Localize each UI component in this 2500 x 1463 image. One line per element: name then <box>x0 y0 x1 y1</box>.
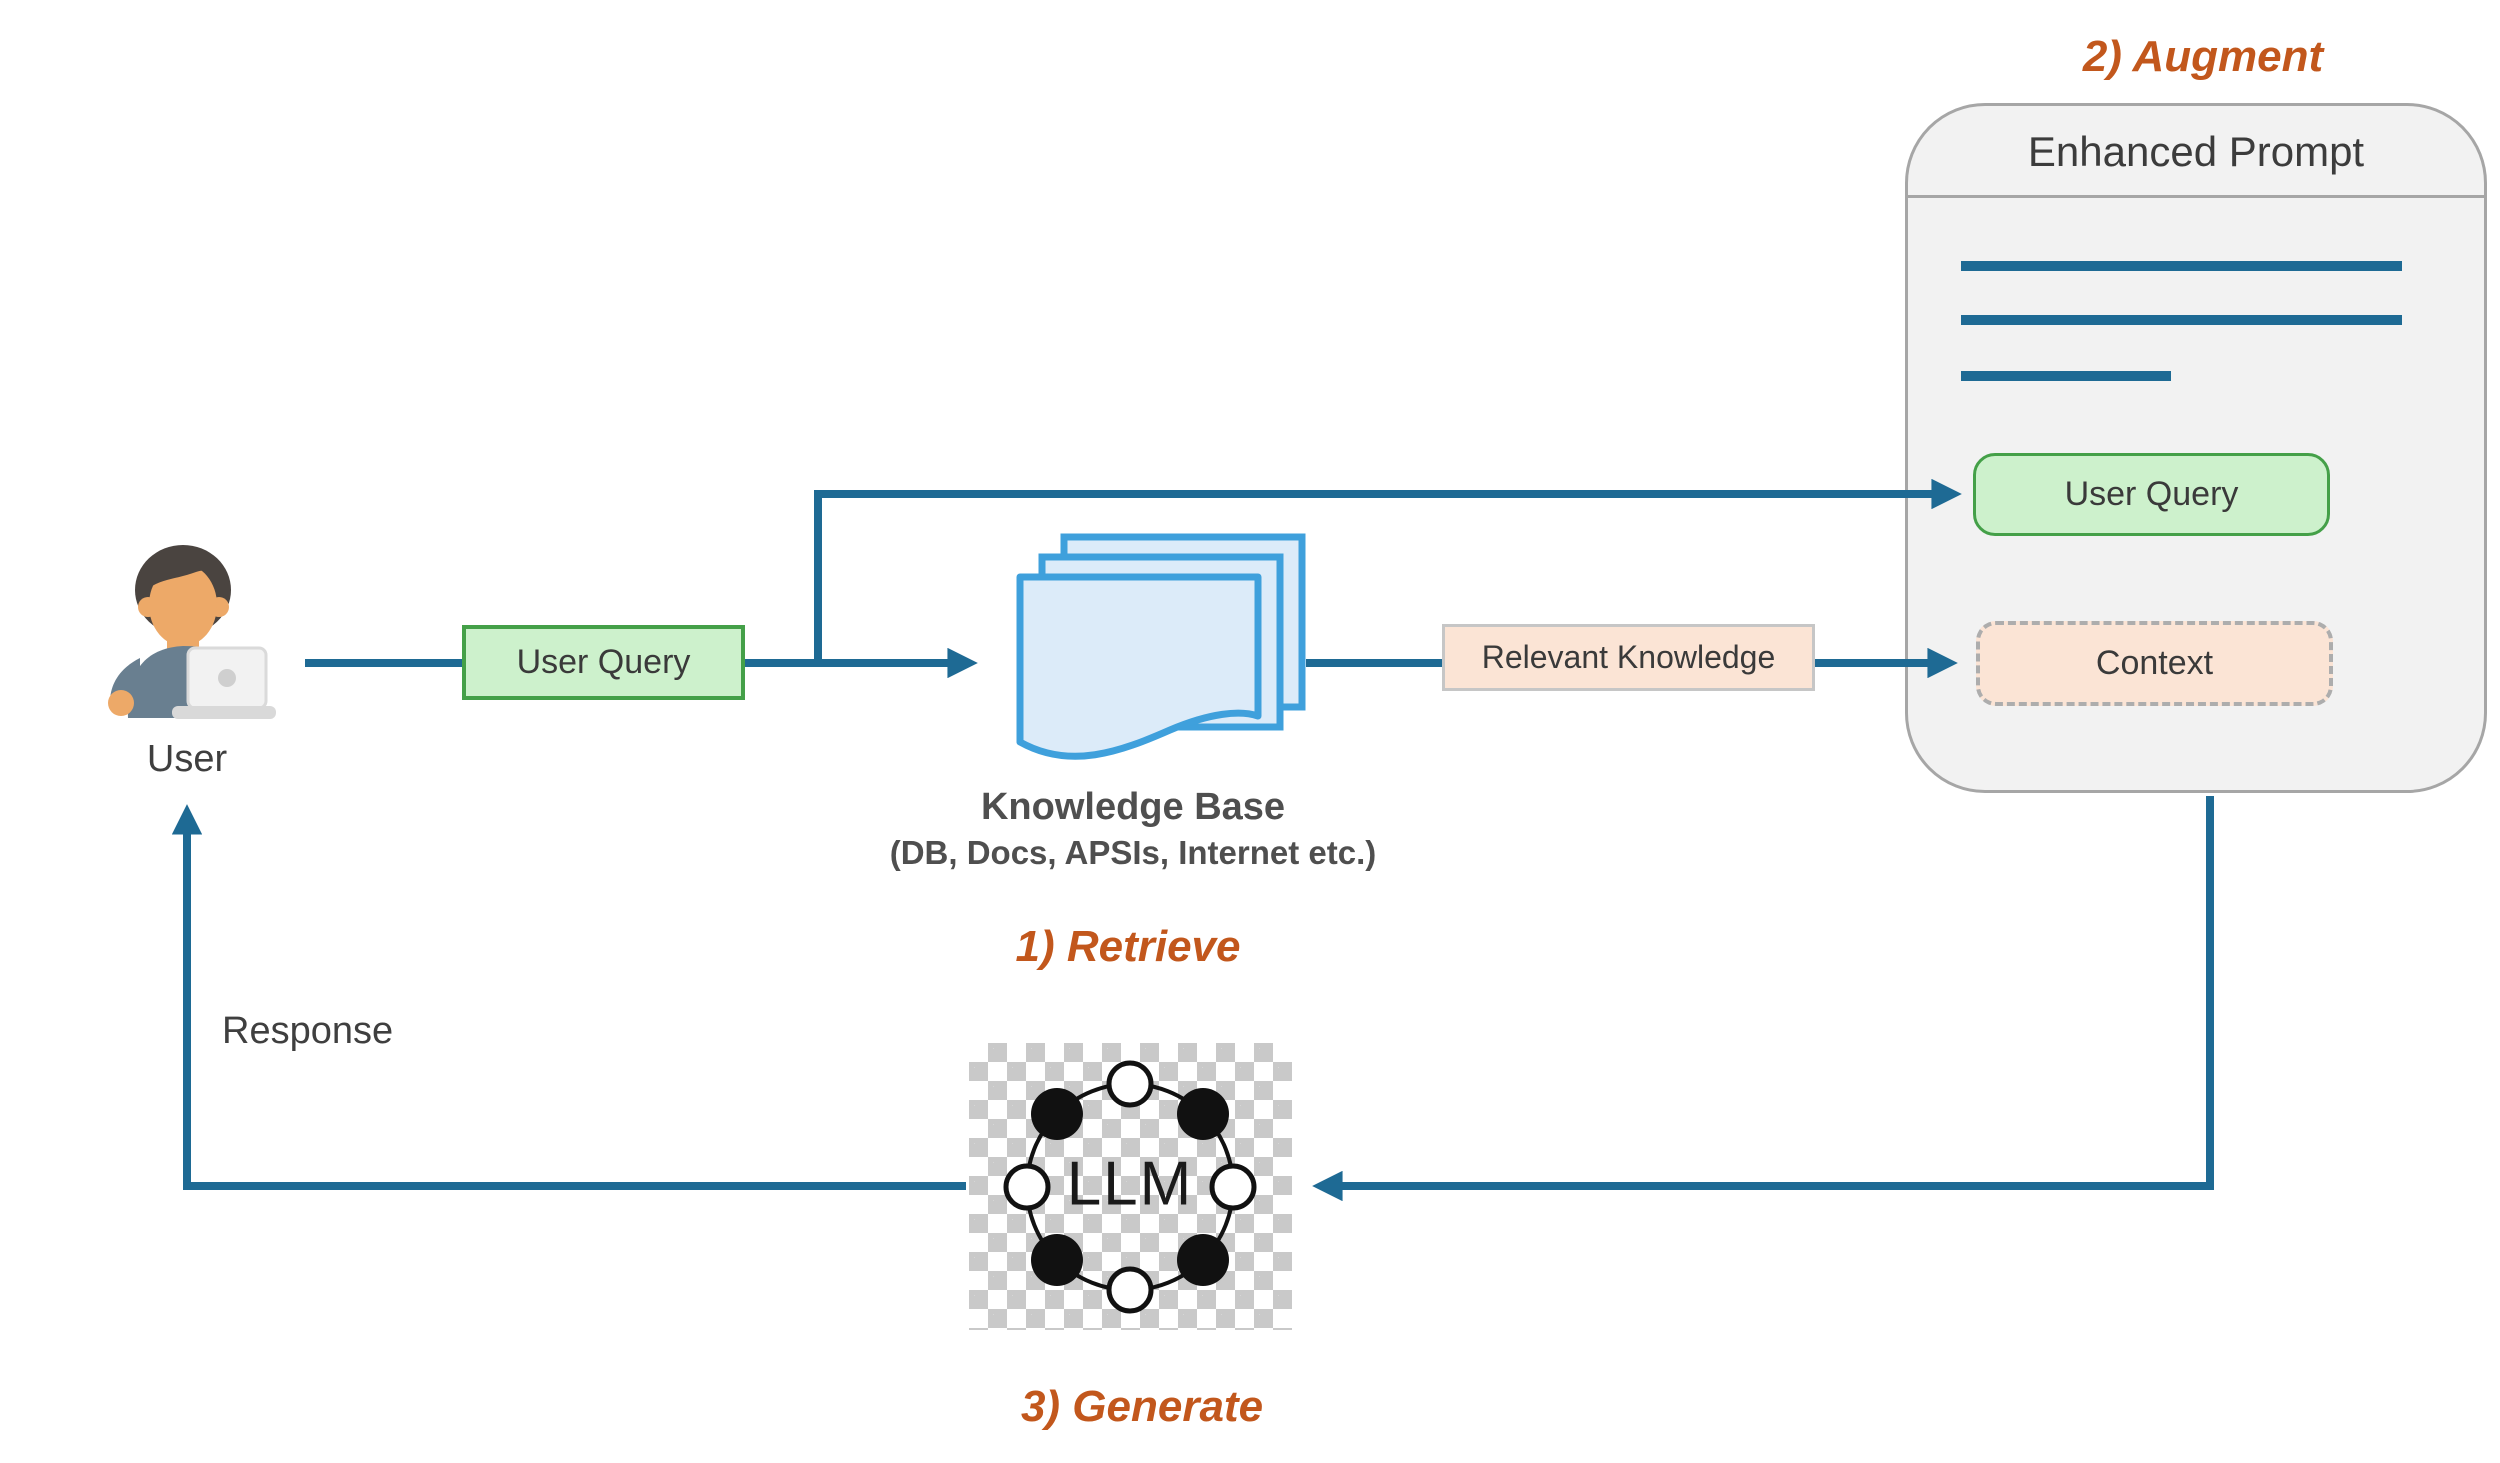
knowledge-base-documents-icon <box>1016 533 1306 760</box>
enhanced-prompt-panel: Enhanced Prompt User Query Context <box>1905 103 2487 793</box>
prompt-user-query-label: User Query <box>2064 475 2239 513</box>
enhanced-prompt-title: Enhanced Prompt <box>2027 128 2365 175</box>
knowledge-base-subtitle: (DB, Docs, APSIs, Internet etc.) <box>889 834 1377 871</box>
step-augment-label: 2) Augment <box>2082 32 2324 81</box>
prompt-context-box: Context <box>1976 621 2333 706</box>
relevant-knowledge-box: Relevant Knowledge <box>1442 624 1815 691</box>
response-label: Response <box>222 1010 394 1052</box>
user-person-icon <box>108 545 276 719</box>
llm-label: LLM <box>1066 1149 1194 1219</box>
knowledge-base-title: Knowledge Base <box>980 786 1286 828</box>
arrow-llm-response-to-user <box>171 804 966 1190</box>
prompt-text-placeholder-line <box>1961 315 2402 325</box>
panel-divider <box>1908 195 2484 198</box>
user-query-box: User Query <box>462 625 745 700</box>
arrow-enhanced-prompt-to-llm <box>1312 796 2214 1202</box>
user-query-label: User Query <box>516 643 691 681</box>
step-generate-label: 3) Generate <box>1020 1382 1264 1431</box>
step-retrieve-label: 1) Retrieve <box>1015 922 1241 971</box>
prompt-text-placeholder-line <box>1961 261 2402 271</box>
prompt-user-query-box: User Query <box>1973 453 2330 536</box>
user-label: User <box>146 738 228 780</box>
relevant-knowledge-label: Relevant Knowledge <box>1481 639 1776 675</box>
prompt-text-placeholder-line <box>1961 371 2171 381</box>
prompt-context-label: Context <box>2095 644 2214 682</box>
